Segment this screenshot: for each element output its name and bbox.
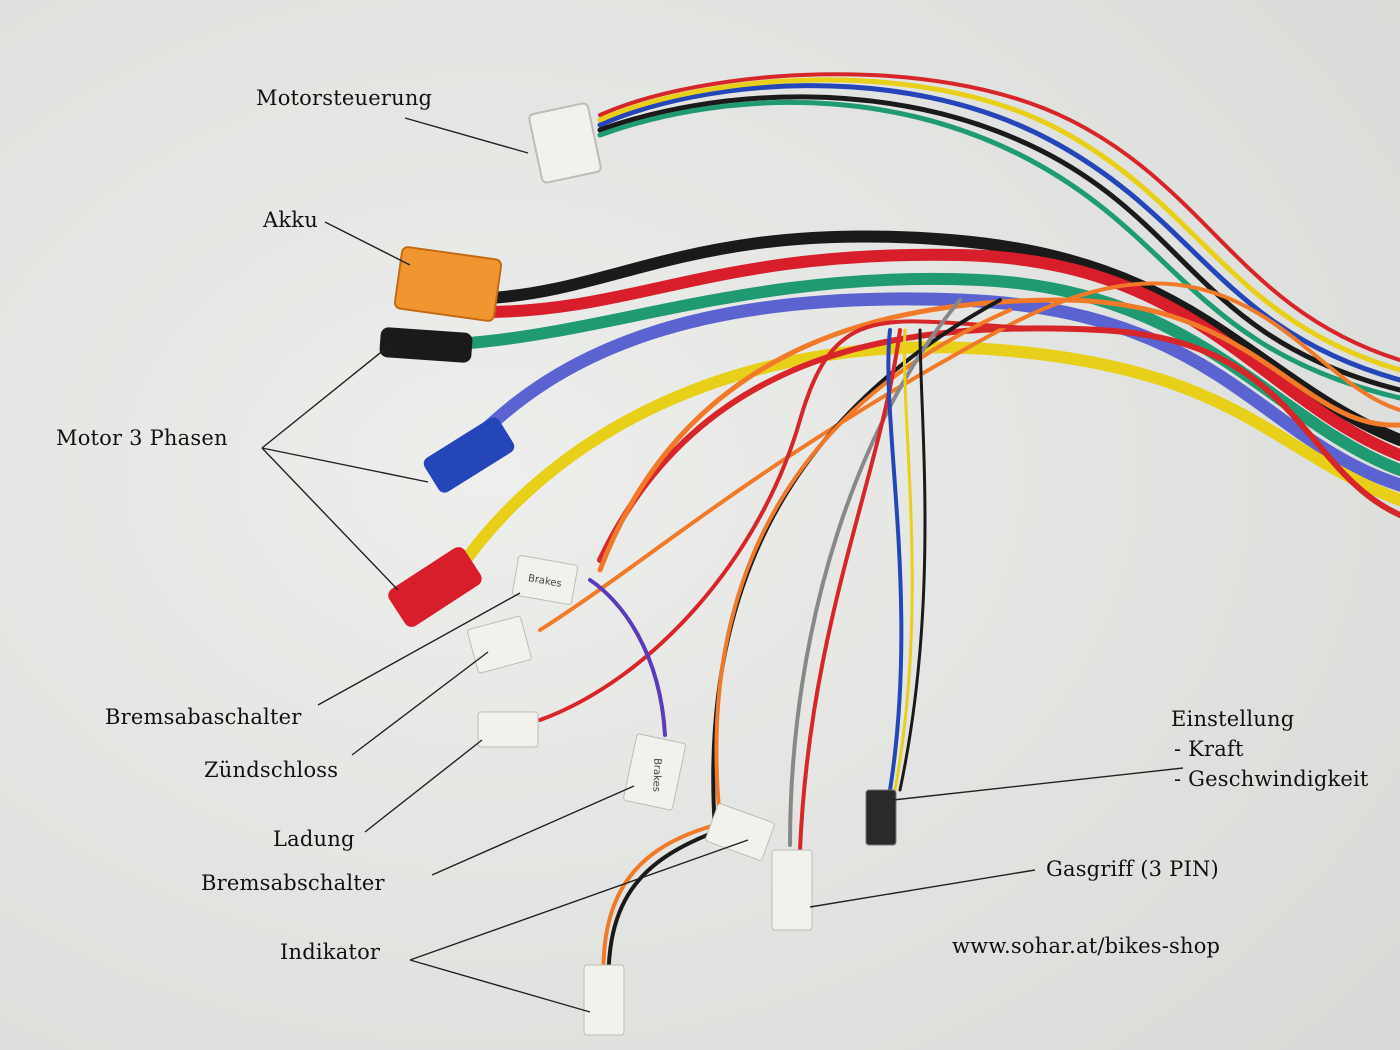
leader-akku bbox=[324, 221, 411, 266]
indikator-connector-1 bbox=[705, 803, 775, 861]
wire-yellow-signal bbox=[893, 328, 914, 792]
wire-phase-yellow bbox=[449, 341, 1400, 581]
wire-red-signal bbox=[538, 319, 1102, 722]
wire-orange-mid bbox=[597, 297, 1400, 573]
ladung-connector bbox=[477, 711, 539, 748]
wire-red-top bbox=[598, 72, 1400, 362]
website-link[interactable]: www.sohar.at/bikes-shop bbox=[952, 934, 1221, 958]
wire-bundle bbox=[449, 72, 1400, 1012]
wire-green-top bbox=[597, 100, 1400, 401]
leader-bremsabaschalter bbox=[317, 592, 521, 706]
wire-orange-signal bbox=[538, 281, 1400, 632]
label-zuendschloss: Zündschloss bbox=[204, 758, 339, 782]
leader-phase-red bbox=[261, 447, 399, 591]
label-bremsabaschalter: Bremsabaschalter bbox=[105, 705, 302, 729]
brake-connector-2: Brakes bbox=[623, 733, 687, 811]
leader-phase-blue bbox=[261, 447, 429, 483]
wire-akku-red bbox=[484, 248, 1400, 461]
label-ladung: Ladung bbox=[273, 827, 355, 851]
phase-red-connector bbox=[388, 547, 482, 627]
brakes-label-2: Brakes bbox=[650, 758, 662, 792]
leader-indikator-2 bbox=[409, 959, 591, 1013]
wire-purple-signal bbox=[588, 578, 667, 737]
label-akku: Akku bbox=[263, 208, 318, 232]
leader-indikator-1 bbox=[409, 839, 749, 961]
label-kraft: - Kraft bbox=[1174, 737, 1244, 761]
label-geschwindigkeit: - Geschwindigkeit bbox=[1174, 767, 1369, 791]
leader-gasgriff bbox=[809, 869, 1036, 908]
connectors: Brakes Brakes bbox=[379, 102, 897, 1036]
brake-connector-1: Brakes bbox=[511, 555, 579, 605]
einstellung-connector bbox=[865, 789, 897, 846]
motorsteuerung-connector bbox=[528, 102, 602, 184]
wire-blue-signal bbox=[886, 328, 904, 792]
leader-lines bbox=[261, 117, 1184, 1013]
label-gasgriff: Gasgriff (3 PIN) bbox=[1046, 857, 1219, 881]
wire-phase-green bbox=[464, 272, 1400, 476]
label-einstellung: Einstellung bbox=[1171, 707, 1295, 731]
leader-bremsabschalter bbox=[431, 785, 635, 876]
gasgriff-connector bbox=[771, 849, 813, 931]
leader-phase-black bbox=[261, 344, 391, 449]
leader-motorsteuerung bbox=[404, 117, 529, 154]
label-indikator: Indikator bbox=[280, 940, 381, 964]
phase-blue-connector bbox=[423, 417, 515, 493]
leader-ladung bbox=[364, 739, 483, 833]
wire-yellow-top bbox=[597, 77, 1400, 373]
zuendschloss-connector bbox=[467, 615, 532, 674]
label-motorsteuerung: Motorsteuerung bbox=[256, 86, 433, 110]
indikator-connector-2 bbox=[583, 964, 625, 1036]
wire-black-signal-2 bbox=[898, 328, 927, 792]
akku-connector bbox=[393, 246, 503, 322]
leader-einstellung bbox=[892, 767, 1184, 801]
label-bremsabschalter: Bremsabschalter bbox=[201, 871, 385, 895]
label-motor-3-phasen: Motor 3 Phasen bbox=[56, 426, 228, 450]
phase-black-connector bbox=[379, 327, 473, 363]
wire-black-top bbox=[597, 94, 1400, 393]
leader-zuendschloss bbox=[351, 651, 489, 756]
